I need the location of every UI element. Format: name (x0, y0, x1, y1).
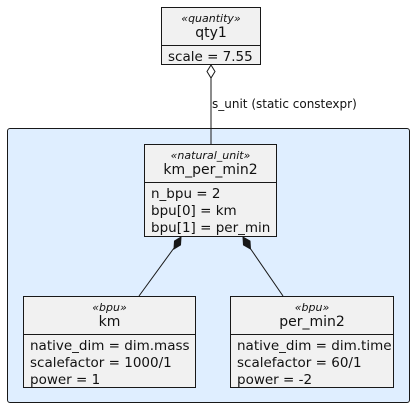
stereotype-label: «bpu» (294, 301, 330, 314)
field: native_dim = dim.time (237, 338, 392, 354)
divider (145, 182, 276, 183)
class-name: per_min2 (279, 314, 345, 330)
field-list: scale = 7.55 (162, 46, 260, 66)
class-km-per-min2[interactable]: «natural_unit» km_per_min2 n_bpu = 2 bpu… (144, 144, 277, 237)
divider (24, 334, 195, 335)
relation-label: s_unit (static constexpr) (212, 97, 357, 111)
composition-diamond-km-icon (173, 236, 182, 250)
class-per-min2[interactable]: «bpu» per_min2 native_dim = dim.time sca… (230, 296, 394, 388)
field: power = -2 (237, 372, 313, 388)
field: bpu[0] = km (151, 203, 237, 219)
class-km[interactable]: «bpu» km native_dim = dim.mass scalefact… (23, 296, 196, 388)
field: native_dim = dim.mass (30, 338, 190, 354)
field-list: native_dim = dim.time scalefactor = 60/1… (231, 335, 393, 389)
stereotype-label: «natural_unit» (170, 149, 251, 162)
aggregation-diamond-icon (206, 64, 216, 79)
class-name: km (98, 314, 121, 330)
composition-line-per-min2 (249, 247, 284, 297)
field: n_bpu = 2 (151, 186, 221, 202)
divider (162, 45, 260, 46)
field: scale = 7.55 (168, 49, 253, 65)
field: power = 1 (30, 372, 101, 388)
stereotype-label: «quantity» (181, 12, 241, 25)
field: scalefactor = 60/1 (237, 355, 362, 371)
composition-diamond-per-min2-icon (242, 236, 252, 250)
field-list: native_dim = dim.mass scalefactor = 1000… (24, 335, 195, 389)
divider (231, 334, 393, 335)
field-list: n_bpu = 2 bpu[0] = km bpu[1] = per_min (145, 183, 276, 237)
class-name: km_per_min2 (163, 162, 258, 178)
class-name: qty1 (195, 25, 227, 41)
stereotype-label: «bpu» (92, 301, 127, 314)
composition-line-km (138, 247, 175, 297)
field: scalefactor = 1000/1 (30, 355, 172, 371)
field: bpu[1] = per_min (151, 220, 271, 236)
class-qty1[interactable]: «quantity» qty1 scale = 7.55 (161, 7, 261, 65)
